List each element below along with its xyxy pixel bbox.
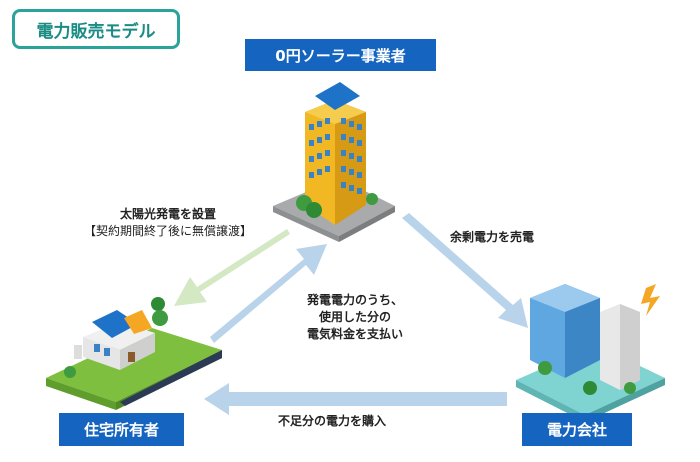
solar-company-building-illustration bbox=[273, 82, 395, 242]
arrow-pay-to-company bbox=[210, 244, 327, 343]
payment-flow-text: 発電電力のうち、 使用した分の 電気料金を支払い bbox=[270, 292, 440, 343]
utility-company-building-illustration bbox=[516, 284, 665, 422]
solar-company-label: 0円ソーラー事業者 bbox=[245, 39, 436, 71]
buy-shortage-flow-label: 不足分の電力を購入 bbox=[278, 414, 387, 428]
homeowner-label: 住宅所有者 bbox=[59, 413, 184, 446]
homeowner-house-illustration bbox=[46, 297, 222, 410]
arrow-buy-to-home bbox=[204, 383, 507, 415]
payment-flow-line3: 電気料金を支払い bbox=[306, 327, 403, 341]
diagram-title: 電力販売モデル bbox=[12, 9, 180, 49]
install-flow-text: 太陽光発電を設置 【契約期間終了後に無償譲渡】 bbox=[58, 206, 278, 240]
install-flow-sublabel: 【契約期間終了後に無償譲渡】 bbox=[83, 224, 252, 238]
payment-flow-line1: 発電電力のうち、 bbox=[306, 293, 403, 307]
arrow-sell-to-utility bbox=[402, 213, 528, 328]
install-flow-label: 太陽光発電を設置 bbox=[119, 207, 216, 221]
payment-flow-line2: 使用した分の bbox=[318, 310, 391, 324]
sell-surplus-flow-label: 余剰電力を売電 bbox=[450, 230, 535, 244]
utility-label: 電力会社 bbox=[522, 413, 632, 446]
arrow-install-to-home bbox=[174, 229, 290, 306]
